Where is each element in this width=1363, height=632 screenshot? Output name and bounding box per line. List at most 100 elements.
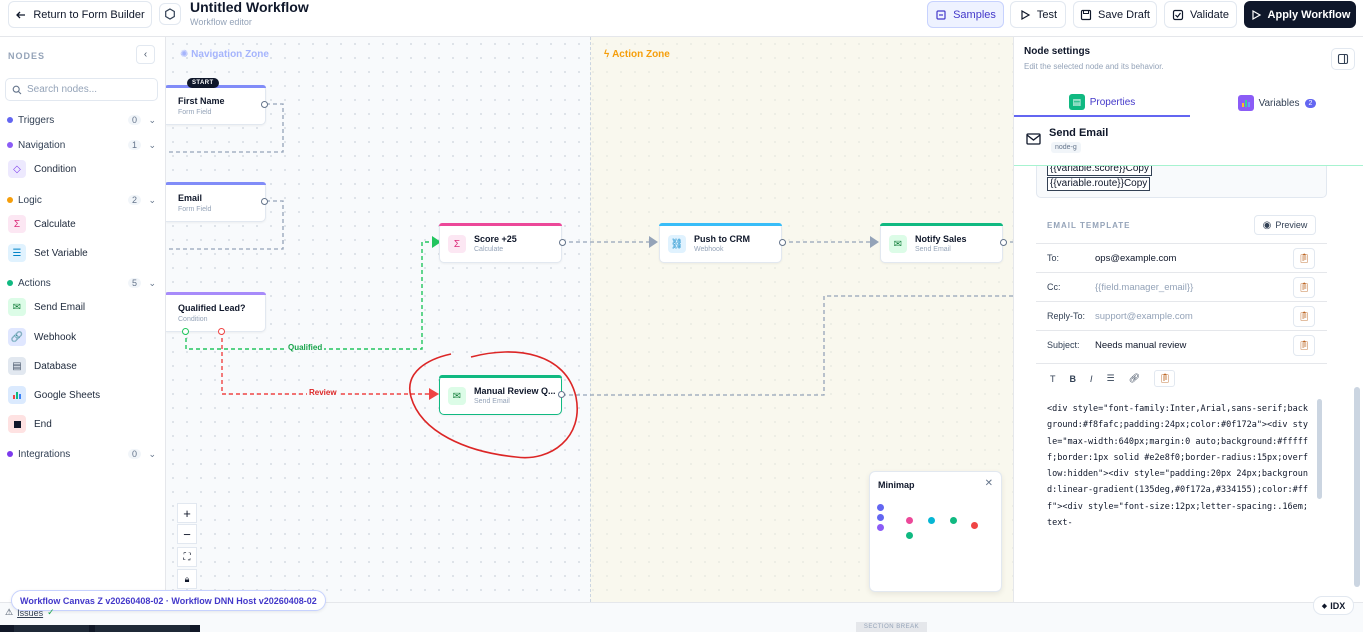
lock-button[interactable]: 🔒︎ [177, 569, 197, 589]
category-logic[interactable]: Logic 2 ⌄ [7, 192, 159, 208]
variable-chip-route[interactable]: {{variable.route}}Copy [1047, 177, 1150, 191]
clipboard-icon[interactable]: 📋︎ [1293, 335, 1315, 356]
node-notify-sales[interactable]: ✉ Notify Sales Send Email [880, 223, 1003, 263]
selected-node-title: Send Email [1049, 127, 1108, 139]
list-icon[interactable]: ☰ [1107, 373, 1115, 384]
node-accent-bar [880, 223, 1003, 226]
true-handle[interactable] [182, 328, 189, 335]
clipboard-icon[interactable]: 📋︎ [1293, 277, 1315, 298]
node-item-webhook[interactable]: 🔗 Webhook [8, 326, 158, 348]
category-actions[interactable]: Actions 5 ⌄ [7, 275, 159, 291]
idx-button[interactable]: ◆ IDX [1313, 596, 1354, 615]
node-item-google-sheets[interactable]: Google Sheets [8, 384, 158, 406]
field-row-reply-to[interactable]: Reply-To: support@example.com 📋︎ [1036, 301, 1327, 330]
node-item-send-email[interactable]: ✉ Send Email [8, 296, 158, 318]
diamond-icon: ◆ [1322, 602, 1327, 610]
output-handle[interactable] [558, 391, 565, 398]
return-to-form-builder-button[interactable]: Return to Form Builder [8, 1, 152, 28]
link-icon[interactable]: 🔗︎ [1129, 373, 1140, 384]
node-item-database[interactable]: ▤ Database [8, 355, 158, 377]
actions-dot [7, 280, 13, 286]
node-score[interactable]: Σ Score +25 Calculate [439, 223, 562, 263]
test-button[interactable]: Test [1010, 1, 1066, 28]
bold-button[interactable]: B [1070, 374, 1077, 384]
close-icon[interactable]: ✕ [985, 478, 993, 489]
version-badge[interactable]: Workflow Canvas Z v20260408-02 · Workflo… [11, 590, 326, 611]
validate-label: Validate [1190, 9, 1229, 21]
tab-properties[interactable]: ▤ Properties [1014, 89, 1190, 117]
apply-workflow-button[interactable]: Apply Workflow [1244, 1, 1356, 28]
panel-scrollbar[interactable] [1354, 387, 1360, 587]
play-outline-icon [1019, 9, 1031, 21]
node-push-crm[interactable]: ⛓ Push to CRM Webhook [659, 223, 782, 263]
output-handle[interactable] [559, 239, 566, 246]
field-row-to[interactable]: To: ops@example.com 📋︎ [1036, 243, 1327, 272]
minimap-node [877, 524, 884, 531]
edge-label-review: Review [307, 388, 339, 397]
node-first-name[interactable]: START First Name Form Field [166, 85, 266, 125]
diamond-icon: ◇ [8, 160, 26, 178]
node-item-end[interactable]: End [8, 413, 158, 435]
field-label: Reply-To: [1047, 311, 1095, 321]
edge-review-arrow [429, 388, 439, 400]
node-item-set-variable[interactable]: ☰ Set Variable [8, 242, 158, 264]
subject-field[interactable]: Needs manual review [1095, 340, 1186, 351]
return-button-label: Return to Form Builder [33, 9, 144, 21]
node-item-label: Calculate [34, 219, 76, 230]
node-subtitle: Send Email [474, 398, 510, 405]
editor-scrollbar[interactable] [1317, 399, 1322, 499]
test-label: Test [1037, 9, 1057, 21]
variables-chart-icon [1238, 95, 1254, 111]
clipboard-icon[interactable]: 📋︎ [1293, 248, 1315, 269]
search-nodes-input[interactable] [27, 84, 147, 95]
category-navigation[interactable]: Navigation 1 ⌄ [7, 137, 159, 153]
node-settings-panel: Node settings Edit the selected node and… [1013, 37, 1363, 602]
samples-button[interactable]: Samples [927, 1, 1004, 28]
issues-button[interactable]: ⚠ Issues ✓ [5, 607, 55, 618]
node-qualified-lead[interactable]: Qualified Lead? Condition [166, 292, 266, 332]
tab-variables[interactable]: Variables 2 [1190, 89, 1363, 117]
category-count: 5 [128, 278, 141, 288]
reply-to-field[interactable]: support@example.com [1095, 311, 1193, 322]
node-email[interactable]: Email Form Field [166, 182, 266, 222]
to-field[interactable]: ops@example.com [1095, 253, 1176, 264]
output-handle[interactable] [779, 239, 786, 246]
node-subtitle: Form Field [178, 109, 211, 116]
node-item-condition[interactable]: ◇ Condition [8, 158, 158, 180]
node-search[interactable] [5, 78, 158, 101]
minus-icon: − [183, 527, 191, 542]
zoom-in-button[interactable]: + [177, 503, 197, 523]
clipboard-icon[interactable]: 📋︎ [1154, 370, 1175, 387]
html-code-editor[interactable]: <div style="font-family:Inter,Arial,sans… [1047, 401, 1312, 531]
text-format-button[interactable]: T [1050, 374, 1056, 384]
preview-button[interactable]: ◉ Preview [1254, 215, 1316, 235]
zoom-out-button[interactable]: − [177, 524, 197, 544]
node-title: First Name [178, 96, 225, 106]
node-accent-bar [166, 292, 266, 295]
category-triggers[interactable]: Triggers 0 ⌄ [7, 112, 159, 128]
workflow-title[interactable]: Untitled Workflow [190, 0, 309, 15]
node-item-calculate[interactable]: Σ Calculate [8, 213, 158, 235]
variables-count-badge: 2 [1305, 99, 1317, 108]
fit-view-button[interactable]: ⛶ [177, 547, 197, 567]
save-draft-button[interactable]: Save Draft [1073, 1, 1157, 28]
collapse-sidebar-button[interactable]: ‹ [136, 45, 155, 64]
toggle-panel-button[interactable] [1331, 48, 1355, 70]
output-handle[interactable] [1000, 239, 1007, 246]
category-integrations[interactable]: Integrations 0 ⌄ [7, 446, 159, 462]
workflow-canvas[interactable]: ✺ Navigation Zone ϟ Action Zone Qualifie… [166, 37, 1013, 602]
arrow-left-icon [15, 9, 27, 21]
node-accent-bar [439, 375, 562, 378]
clipboard-icon[interactable]: 📋︎ [1293, 306, 1315, 327]
field-row-cc[interactable]: Cc: {{field.manager_email}} 📋︎ [1036, 272, 1327, 301]
cc-field[interactable]: {{field.manager_email}} [1095, 282, 1193, 293]
field-row-subject[interactable]: Subject: Needs manual review 📋︎ [1036, 330, 1327, 359]
node-manual-review[interactable]: ✉ Manual Review Q... Send Email [439, 375, 562, 415]
false-handle[interactable] [218, 328, 225, 335]
italic-button[interactable]: I [1090, 374, 1093, 384]
output-handle[interactable] [261, 101, 268, 108]
validate-button[interactable]: Validate [1164, 1, 1237, 28]
minimap[interactable]: Minimap ✕ [869, 471, 1002, 592]
minimap-node [906, 532, 913, 539]
output-handle[interactable] [261, 198, 268, 205]
